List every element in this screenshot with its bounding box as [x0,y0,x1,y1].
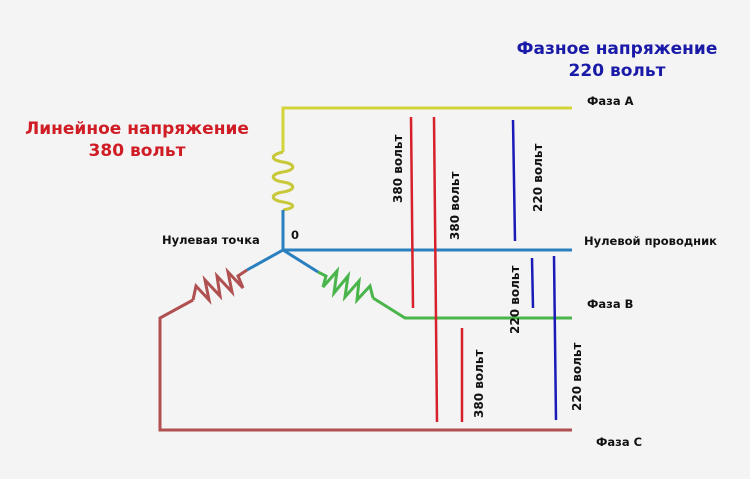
voltmeter-n-b [530,257,535,309]
phase-a-label: Фаза А [587,94,634,108]
voltage-label-a-n: 220 вольт [531,143,545,212]
neutral-wire-label: Нулевой проводник [584,234,717,248]
voltage-label-a-b: 380 вольт [391,134,405,203]
line-voltage-title-line1: Линейное напряжение [25,119,249,139]
neutral-point-label: Нулевая точка [162,233,260,247]
phase-voltage-title-line1: Фазное напряжение [516,39,718,59]
line-voltage-title: Линейное напряжение 380 вольт [2,118,272,162]
phase-b-wire [372,296,572,320]
phase-a-wire [281,106,572,152]
neutral-to-coil-c [246,248,284,272]
voltage-label-n-b: 220 вольт [508,265,522,334]
neutral-to-coil-b [282,248,319,274]
phase-b-label: Фаза В [587,297,634,311]
voltage-label-b-c: 380 вольт [472,349,486,418]
voltmeter-a-c [432,116,439,423]
voltage-label-n-c: 220 вольт [570,342,584,411]
phase-voltage-title-line2: 220 вольт [568,61,666,81]
voltmeter-a-n [511,119,517,242]
phase-c-wire [158,298,572,432]
voltmeter-a-b [409,116,415,309]
phase-c-coil [191,267,248,305]
voltage-label-a-c: 380 вольт [448,171,462,240]
phase-b-coil [317,266,375,305]
voltmeter-n-c [552,255,558,421]
neutral-point-symbol: 0 [291,228,300,242]
phase-a-coil [271,150,295,212]
phase-voltage-title: Фазное напряжение 220 вольт [486,38,748,82]
phase-c-label: Фаза С [596,435,643,449]
line-voltage-title-line2: 380 вольт [88,141,186,161]
